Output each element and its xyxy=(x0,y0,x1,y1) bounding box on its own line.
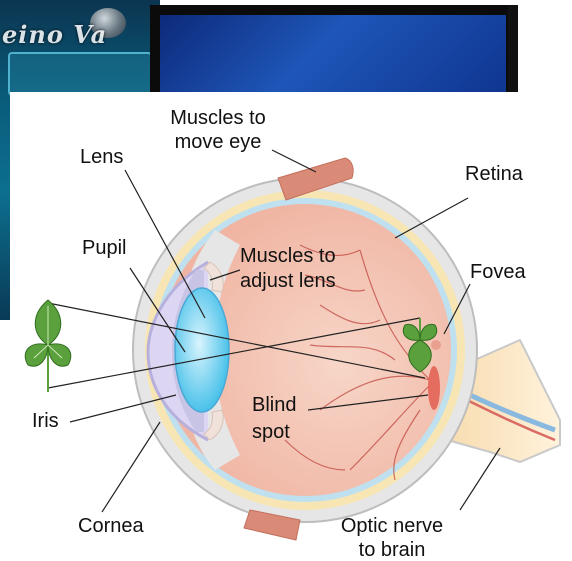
blind-spot-shape xyxy=(428,366,440,410)
label-cornea: Cornea xyxy=(78,515,144,537)
label-blind-spot-line2: spot xyxy=(252,421,290,443)
label-muscles-adjust-line1: Muscles to xyxy=(240,245,336,267)
label-lens: Lens xyxy=(80,146,123,168)
leaf-icon xyxy=(25,300,71,392)
label-optic-nerve-line2: to brain xyxy=(359,539,426,561)
label-fovea: Fovea xyxy=(470,261,526,283)
label-iris: Iris xyxy=(32,410,59,432)
fovea-shape xyxy=(431,340,441,350)
label-retina: Retina xyxy=(465,163,524,185)
label-pupil: Pupil xyxy=(82,237,126,259)
label-blind-spot-line1: Blind xyxy=(252,394,296,416)
label-muscles-adjust-line2: adjust lens xyxy=(240,270,336,292)
label-muscles-move-line1: Muscles to xyxy=(170,107,266,129)
label-optic-nerve-line1: Optic nerve xyxy=(341,515,443,537)
label-muscles-move-line2: move eye xyxy=(175,131,262,153)
